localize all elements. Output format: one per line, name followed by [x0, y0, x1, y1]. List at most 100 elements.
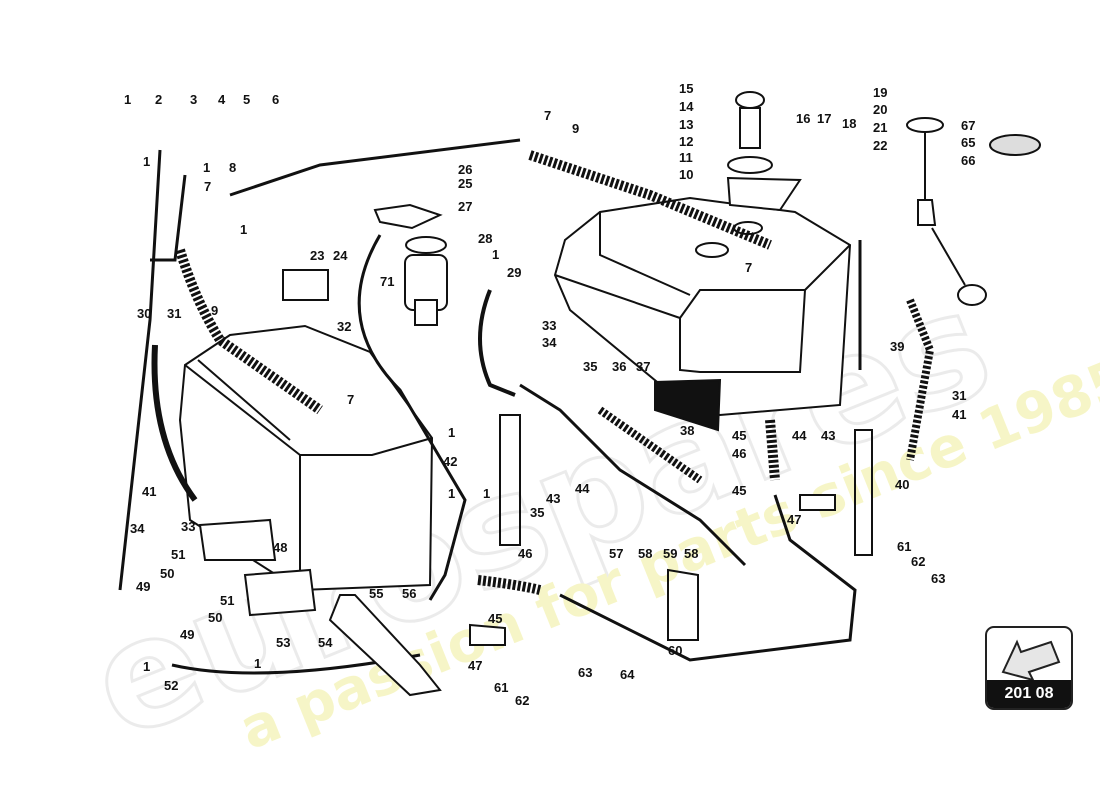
callout-label: 51 — [171, 547, 185, 562]
callout-label: 51 — [220, 593, 234, 608]
callout-label: 61 — [897, 539, 911, 554]
callout-label: 47 — [468, 658, 482, 673]
callout-label: 11 — [679, 150, 693, 165]
callout-label: 31 — [167, 306, 181, 321]
callout-label: 45 — [732, 428, 746, 443]
callout-label: 12 — [679, 134, 693, 149]
callout-label: 31 — [952, 388, 966, 403]
callout-label: 5 — [243, 92, 250, 107]
callout-label: 25 — [458, 176, 472, 191]
callout-label: 34 — [130, 521, 145, 536]
callout-label: 1 — [143, 659, 150, 674]
callout-label: 54 — [318, 635, 333, 650]
callout-label: 35 — [583, 359, 597, 374]
callout-label: 50 — [208, 610, 222, 625]
callout-label: 49 — [180, 627, 194, 642]
callout-label: 7 — [204, 179, 211, 194]
callout-label: 6 — [272, 92, 279, 107]
callout-label: 67 — [961, 118, 975, 133]
callout-label: 26 — [458, 162, 472, 177]
callout-label: 56 — [402, 586, 416, 601]
callout-label: 38 — [680, 423, 694, 438]
callout-label: 10 — [679, 167, 693, 182]
callout-label: 71 — [380, 274, 394, 289]
callout-label: 62 — [911, 554, 925, 569]
callout-label: 16 — [796, 111, 810, 126]
callout-label: 41 — [142, 484, 156, 499]
callout-label: 29 — [507, 265, 521, 280]
callout-label: 1 — [143, 154, 150, 169]
callout-label: 15 — [679, 81, 693, 96]
callout-label: 14 — [679, 99, 694, 114]
fuel-level-sender — [906, 117, 1041, 306]
callout-label: 57 — [609, 546, 623, 561]
callout-label: 52 — [164, 678, 178, 693]
callout-label: 20 — [873, 102, 887, 117]
brackets-and-straps — [198, 269, 873, 697]
left-down-arrow-icon — [1001, 639, 1061, 680]
callout-label: 55 — [369, 586, 383, 601]
callout-label: 45 — [732, 483, 746, 498]
callout-label: 8 — [229, 160, 236, 175]
callout-label: 47 — [787, 512, 801, 527]
callout-label: 46 — [732, 446, 746, 461]
callout-label: 43 — [546, 491, 560, 506]
callout-label: 62 — [515, 693, 529, 708]
callout-label: 44 — [792, 428, 807, 443]
callout-label: 7 — [745, 260, 752, 275]
callout-label: 41 — [952, 407, 966, 422]
callout-label: 9 — [572, 121, 579, 136]
callout-label: 17 — [817, 111, 831, 126]
callout-label: 1 — [483, 486, 490, 501]
callout-label: 46 — [518, 546, 532, 561]
callout-label: 23 — [310, 248, 324, 263]
callout-label: 7 — [544, 108, 551, 123]
callout-label: 44 — [575, 481, 590, 496]
callout-label: 50 — [160, 566, 174, 581]
callout-label: 24 — [333, 248, 348, 263]
callout-label: 63 — [578, 665, 592, 680]
callout-labels: 1 2 3 4 5 6 1 1 8 7 1 9 30 31 41 34 33 2… — [124, 81, 975, 708]
callout-label: 2 — [155, 92, 162, 107]
callout-label: 34 — [542, 335, 557, 350]
callout-label: 42 — [443, 454, 457, 469]
callout-label: 1 — [254, 656, 261, 671]
callout-label: 1 — [448, 486, 455, 501]
callout-label: 13 — [679, 117, 693, 132]
callout-label: 39 — [890, 339, 904, 354]
callout-label: 1 — [203, 160, 210, 175]
callout-label: 58 — [638, 546, 652, 561]
callout-label: 33 — [542, 318, 556, 333]
callout-label: 36 — [612, 359, 626, 374]
callout-label: 65 — [961, 135, 975, 150]
callout-label: 45 — [488, 611, 502, 626]
callout-label: 61 — [494, 680, 508, 695]
page-reference-label: 201 08 — [987, 680, 1071, 708]
callout-label: 32 — [337, 319, 351, 334]
callout-label: 53 — [276, 635, 290, 650]
page-reference-box: 201 08 — [985, 626, 1073, 710]
callout-label: 1 — [124, 92, 131, 107]
callout-label: 58 — [684, 546, 698, 561]
callout-label: 1 — [492, 247, 499, 262]
callout-label: 63 — [931, 571, 945, 586]
callout-label: 43 — [821, 428, 835, 443]
callout-label: 59 — [663, 546, 677, 561]
fuel-lines — [118, 138, 935, 675]
callout-label: 60 — [668, 643, 682, 658]
callout-label: 40 — [895, 477, 909, 492]
callout-label: 22 — [873, 138, 887, 153]
callout-label: 18 — [842, 116, 856, 131]
callout-label: 1 — [448, 425, 455, 440]
callout-label: 66 — [961, 153, 975, 168]
callout-label: 27 — [458, 199, 472, 214]
callout-label: 35 — [530, 505, 544, 520]
callout-label: 64 — [620, 667, 635, 682]
callout-label: 28 — [478, 231, 492, 246]
right-fuel-tank — [553, 196, 852, 432]
fuel-pump — [373, 203, 448, 326]
callout-label: 19 — [873, 85, 887, 100]
callout-label: 33 — [181, 519, 195, 534]
callout-label: 4 — [218, 92, 226, 107]
